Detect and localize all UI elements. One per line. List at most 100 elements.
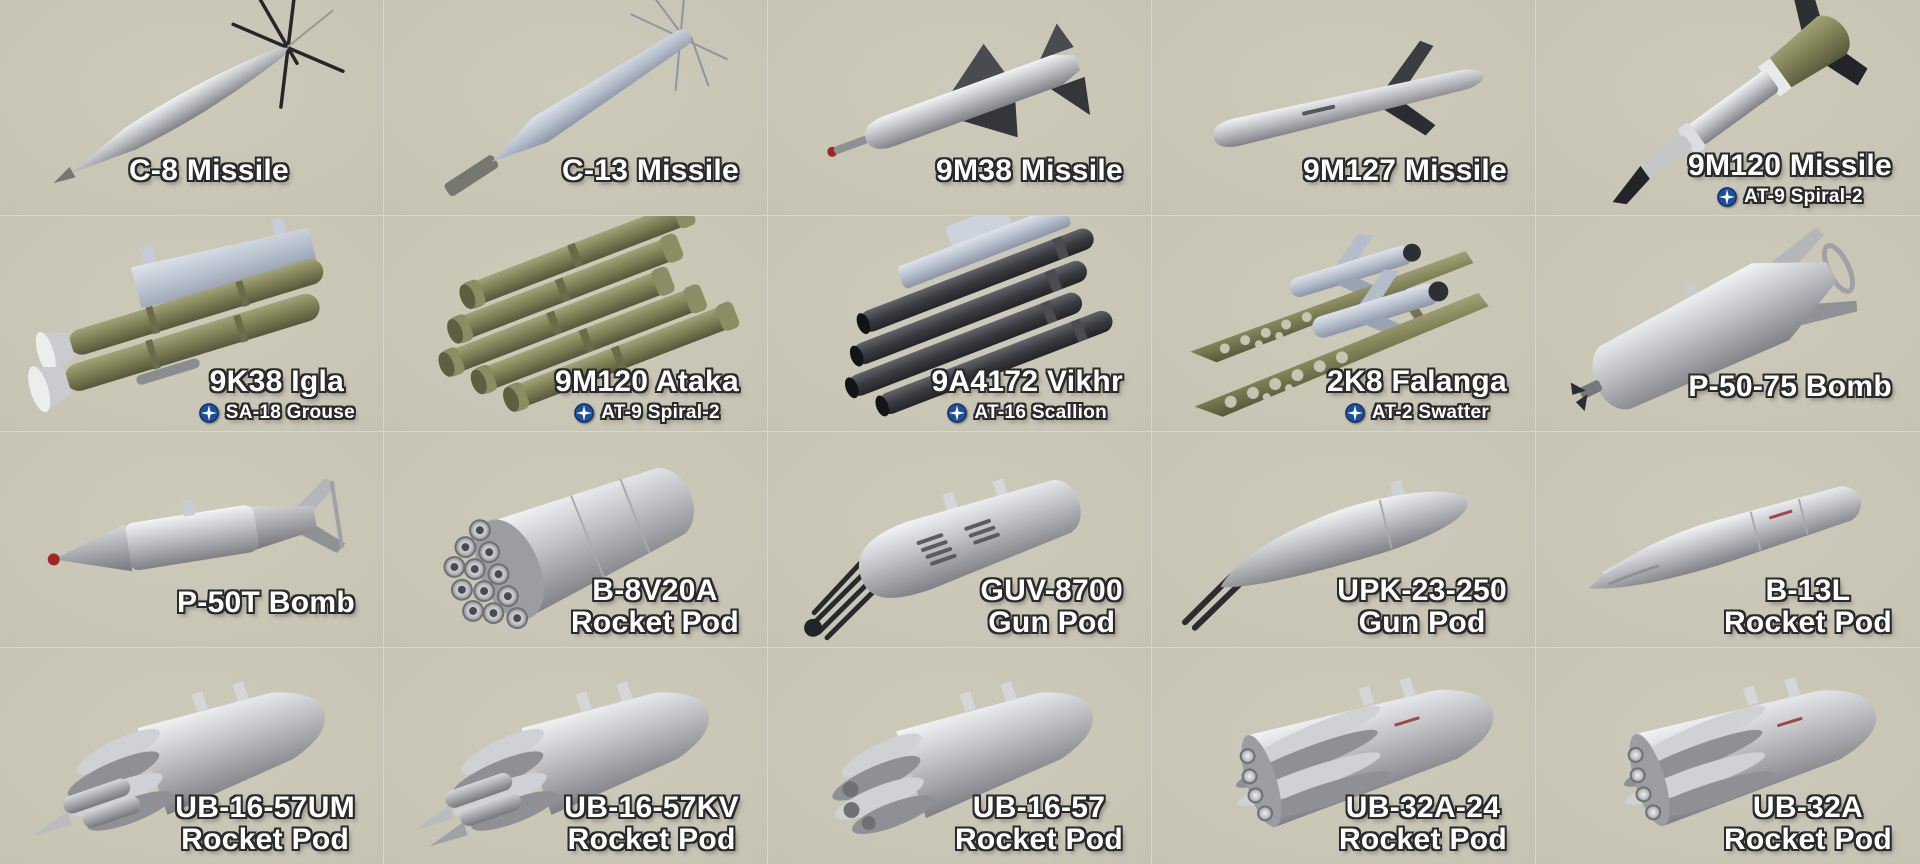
weapon-label: 9M127 Missile [1303, 155, 1507, 187]
nato-reporting-name: AT-9 Spiral-2 [601, 401, 720, 423]
b-13l-rocket-pod-render [1588, 486, 1861, 589]
cell-9m120-missile: 9M120 Missile AT-9 Spiral-2 [1536, 0, 1920, 216]
ub-16-57-rocket-pod-render [832, 681, 1093, 834]
nato-reporting-row: AT-2 Swatter [1327, 401, 1507, 423]
cell-guv-8700: GUV-8700 Gun Pod [768, 432, 1152, 648]
9a4172-vikhr-render [845, 216, 1113, 417]
nato-reporting-name: AT-2 Swatter [1371, 401, 1490, 423]
nato-reporting-name: SA-18 Grouse [225, 401, 355, 423]
weapon-label: P-50T Bomb [177, 587, 355, 619]
p-50-75-bomb-render [1570, 227, 1858, 412]
weapon-name: B-8V20A [592, 574, 718, 608]
weapon-type: Rocket Pod [1338, 823, 1507, 857]
ub-16-57kv-rocket-pod-render [413, 681, 709, 847]
weapon-label: UPK-23-250 Gun Pod [1337, 575, 1507, 639]
cell-9m120-ataka: 9M120 Ataka AT-9 Spiral-2 [384, 216, 768, 432]
weapon-label: UB-32A-24 Rocket Pod [1339, 792, 1507, 856]
cell-9k38-igla: 9K38 Igla SA-18 Grouse [0, 216, 384, 432]
weapon-label: UB-16-57 Rocket Pod [955, 792, 1123, 856]
weapon-name: UB-32A [1752, 791, 1864, 825]
weapon-label: B-13L Rocket Pod [1724, 575, 1892, 639]
nato-reporting-name: AT-9 Spiral-2 [1744, 185, 1863, 207]
upk-23-250-gun-pod-render [1181, 479, 1468, 631]
nato-reporting-row: AT-16 Scallion [931, 401, 1123, 423]
cell-p-50-75-bomb: P-50-75 Bomb [1536, 216, 1920, 432]
cell-ub-16-57: UB-16-57 Rocket Pod [768, 648, 1152, 864]
weapon-name: UPK-23-250 [1337, 574, 1507, 608]
nato-reporting-row: AT-9 Spiral-2 [555, 401, 739, 423]
weapon-label: 9M120 Missile AT-9 Spiral-2 [1688, 150, 1892, 207]
weapon-type: Rocket Pod [1723, 823, 1892, 857]
weapon-type: Rocket Pod [567, 823, 736, 857]
cell-p-50t-bomb: P-50T Bomb [0, 432, 384, 648]
weapon-type: Rocket Pod [1723, 606, 1892, 640]
weapon-type: Gun Pod [1358, 606, 1486, 640]
cell-ub-32a: UB-32A Rocket Pod [1536, 648, 1920, 864]
weapon-name: P-50-75 Bomb [1688, 370, 1892, 404]
cell-upk-23-250: UPK-23-250 Gun Pod [1152, 432, 1536, 648]
weapon-name: 9M38 Missile [935, 154, 1123, 188]
cell-c-13-missile: C-13 Missile [384, 0, 768, 216]
weapon-label: 9M120 Ataka AT-9 Spiral-2 [555, 366, 739, 423]
weapon-name: P-50T Bomb [176, 586, 355, 620]
weapon-type: Rocket Pod [570, 606, 739, 640]
weapon-label: GUV-8700 Gun Pod [981, 575, 1123, 639]
ub-32a-rocket-pod-render [1623, 677, 1877, 827]
ub-32a-24-rocket-pod-render [1235, 677, 1494, 828]
nato-reporting-name: AT-16 Scallion [974, 401, 1108, 423]
weapon-label: C-13 Missile [562, 155, 739, 187]
weapon-name: GUV-8700 [980, 574, 1123, 608]
weapon-label: C-8 Missile [129, 155, 289, 187]
nato-reporting-row: SA-18 Grouse [198, 401, 355, 423]
weapon-name: 9M127 Missile [1302, 154, 1507, 188]
weapon-name: 9M120 Ataka [555, 365, 739, 399]
weapon-name: UB-16-57 [972, 791, 1106, 825]
9k38-igla-render [28, 217, 324, 413]
weapon-type: Rocket Pod [181, 823, 350, 857]
9m38-missile-render [827, 23, 1091, 157]
nato-roundel-icon [947, 403, 968, 423]
weapon-name: C-8 Missile [128, 154, 289, 188]
9m127-missile-render [1213, 40, 1484, 147]
weapon-label: UB-16-57KV Rocket Pod [564, 792, 739, 856]
weapon-label: 9K38 Igla SA-18 Grouse [198, 365, 355, 423]
weapon-label: UB-32A Rocket Pod [1724, 792, 1892, 856]
guv-8700-gun-pod-render [804, 478, 1081, 641]
weapon-name: 9K38 Igla [209, 365, 345, 399]
cell-9m127-missile: 9M127 Missile [1152, 0, 1536, 216]
cell-b-13l: B-13L Rocket Pod [1536, 432, 1920, 648]
weapon-name: B-13L [1765, 574, 1851, 608]
cell-9m38-missile: 9M38 Missile [768, 0, 1152, 216]
cell-2k8-falanga: 2K8 Falanga AT-2 Swatter [1152, 216, 1536, 432]
9m120-missile-render [1612, 0, 1868, 205]
weapon-label: B-8V20A Rocket Pod [571, 575, 739, 639]
cell-9a4172-vikhr: 9A4172 Vikhr AT-16 Scallion [768, 216, 1152, 432]
weapon-label: UB-16-57UM Rocket Pod [175, 792, 355, 856]
c-13-missile-render [444, 0, 728, 197]
weapon-name: 9A4172 Vikhr [931, 365, 1123, 399]
weapon-type: Rocket Pod [954, 823, 1123, 857]
cell-ub-16-57um: UB-16-57UM Rocket Pod [0, 648, 384, 864]
nato-roundel-icon [1717, 187, 1737, 207]
nato-roundel-icon [574, 403, 594, 423]
weapon-label: 9M38 Missile [936, 155, 1123, 187]
p-50t-bomb-render [47, 478, 346, 572]
cell-ub-16-57kv: UB-16-57KV Rocket Pod [384, 648, 768, 864]
weapon-label: P-50-75 Bomb [1688, 371, 1892, 403]
weapon-label: 9A4172 Vikhr AT-16 Scallion [931, 366, 1123, 423]
cell-ub-32a-24: UB-32A-24 Rocket Pod [1152, 648, 1536, 864]
cell-b-8v20a: B-8V20A Rocket Pod [384, 432, 768, 648]
cell-c-8-missile: C-8 Missile [0, 0, 384, 216]
weapon-name: UB-16-57KV [564, 791, 739, 825]
weapon-label: 2K8 Falanga AT-2 Swatter [1327, 366, 1507, 423]
weapon-name: C-13 Missile [561, 154, 739, 188]
weapon-name: 2K8 Falanga [1326, 365, 1507, 399]
9m120-ataka-render [438, 216, 740, 412]
weapon-name: UB-16-57UM [175, 791, 355, 825]
nato-roundel-icon [1345, 403, 1365, 423]
2k8-falanga-render [1190, 233, 1489, 417]
weapon-name: UB-32A-24 [1345, 791, 1501, 825]
ub-16-57um-rocket-pod-render [33, 681, 325, 836]
nato-roundel-icon [198, 403, 219, 423]
